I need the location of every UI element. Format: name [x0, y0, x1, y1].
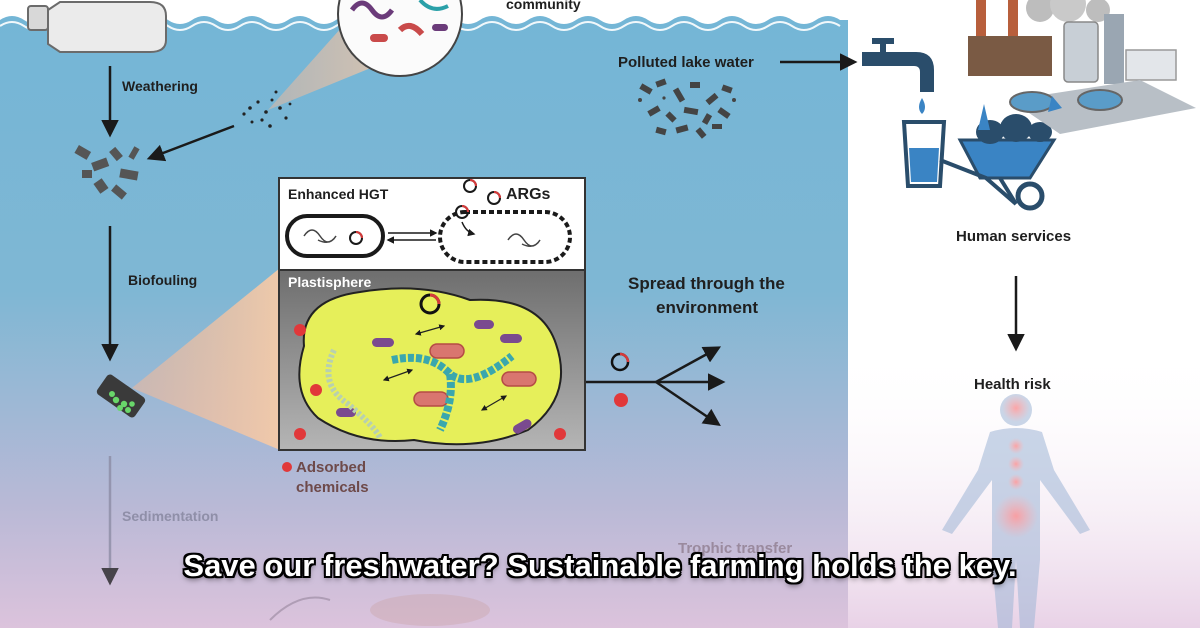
- label-enhanced-hgt: Enhanced HGT: [288, 186, 389, 202]
- polluted-particles: [638, 78, 736, 139]
- microbial-community-circle: [337, 0, 463, 77]
- label-adsorbed-line2: chemicals: [296, 479, 369, 496]
- chemical-dot-legend: [282, 462, 292, 472]
- factory-icon: [968, 0, 1196, 134]
- microplastic-dots: [242, 90, 292, 128]
- trophic-arrow: [269, 596, 331, 621]
- label-polluted-lake-water: Polluted lake water: [618, 54, 754, 71]
- plastic-fragments: [74, 145, 140, 200]
- faucet-icon: [862, 38, 934, 114]
- plastic-bottle-icon: [27, 0, 167, 53]
- label-health-risk: Health risk: [974, 376, 1051, 393]
- enhanced-hgt-panel: [278, 177, 586, 271]
- label-spread-line2: environment: [656, 298, 759, 317]
- label-args: ARGs: [506, 186, 551, 203]
- label-plastisphere: Plastisphere: [288, 274, 372, 290]
- label-weathering: Weathering: [122, 78, 198, 94]
- zoom-cone-plastisphere: [132, 268, 280, 450]
- fish-icon: [370, 594, 490, 626]
- plastisphere-panel: [278, 269, 586, 451]
- fragment-arrow: [146, 124, 235, 162]
- label-adsorbed-line1: Adsorbed: [296, 459, 367, 476]
- headline-caption: Save our freshwater? Sustainable farming…: [183, 548, 1017, 583]
- label-community: community: [506, 0, 581, 12]
- water-glass-icon: [901, 120, 947, 188]
- label-spread-line1: Spread through the: [628, 274, 785, 293]
- label-sedimentation: Sedimentation: [122, 508, 219, 524]
- spread-arrows: [586, 346, 726, 426]
- label-biofouling: Biofouling: [128, 272, 198, 288]
- human-silhouette-icon: [942, 394, 1090, 628]
- label-trophic-transfer: Trophic transfer: [678, 540, 793, 557]
- label-human-services: Human services: [956, 228, 1072, 245]
- wheelbarrow-icon: [939, 104, 1057, 211]
- biofouled-particle-icon: [96, 374, 146, 418]
